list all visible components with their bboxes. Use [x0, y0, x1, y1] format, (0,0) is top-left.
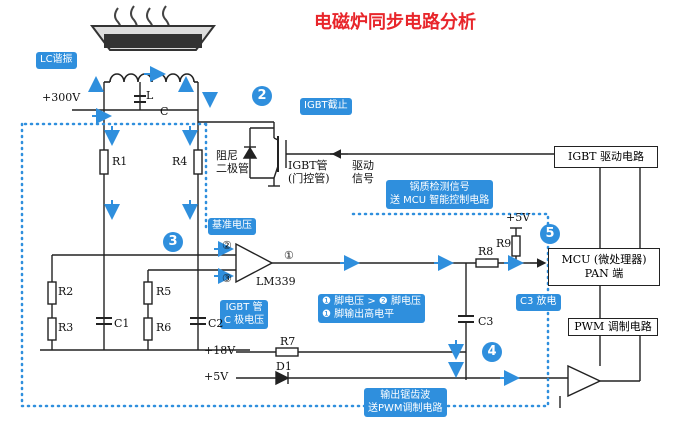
- callout-igbt-c-voltage: IGBT 管 C 极电压: [220, 300, 269, 329]
- label-d1: D1: [276, 360, 292, 373]
- callout-pan-detect: 锅质检测信号 送 MCU 智能控制电路: [386, 180, 494, 209]
- pwm-modulation-box: PWM 调制电路: [568, 318, 658, 336]
- label-r4: R4: [172, 155, 188, 168]
- label-r3: R3: [58, 321, 74, 334]
- label-r8: R8: [478, 245, 494, 258]
- label-r7: R7: [280, 335, 296, 348]
- callout-comparator-condition: ❶ 脚电压 > ❷ 脚电压 ❶ 脚输出高电平: [318, 294, 426, 323]
- callout-sawtooth-output: 输出锯齿波 送PWM调制电路: [364, 388, 447, 417]
- label-pin2: ②: [222, 239, 232, 252]
- label-r9: R9: [496, 237, 512, 250]
- label-c1: C1: [114, 317, 130, 330]
- coil-L: [104, 73, 198, 83]
- label-lm339: LM339: [256, 275, 296, 288]
- label-r6: R6: [156, 321, 172, 334]
- step-number-2: 2: [252, 86, 272, 106]
- mcu-box: MCU (微处理器) PAN 端: [548, 248, 660, 286]
- callout-c3-discharge: C3 放电: [516, 294, 561, 311]
- label-igbt-tube: IGBT管 (门控管): [288, 159, 330, 185]
- label-r1: R1: [112, 155, 128, 168]
- label-5v-top: +5V: [506, 211, 531, 224]
- cooking-pot-icon: [90, 5, 216, 51]
- label-pin1: ①: [284, 249, 294, 262]
- label-damper-diode: 阻尼 二极管: [216, 149, 249, 175]
- label-drive-signal: 驱动 信号: [352, 159, 374, 185]
- label-r5: R5: [156, 285, 172, 298]
- step-number-3: 3: [163, 232, 183, 252]
- label-c2: C2: [208, 317, 224, 330]
- current-flow-arrows: [88, 66, 524, 386]
- igbt-drive-circuit-box: IGBT 驱动电路: [554, 146, 658, 168]
- callout-reference-voltage: 基准电压: [208, 218, 256, 235]
- label-18v: +18V: [204, 344, 236, 357]
- main-wires: [40, 82, 641, 408]
- label-c3: C3: [478, 315, 494, 328]
- step-number-5: 5: [540, 224, 560, 244]
- step-number-4: 4: [482, 342, 502, 362]
- signal-arrows: [331, 149, 547, 268]
- label-r2: R2: [58, 285, 74, 298]
- label-300v: +300V: [42, 91, 81, 104]
- page-title: 电磁炉同步电路分析: [314, 12, 476, 33]
- label-pin3: ③: [222, 272, 232, 285]
- label-cap-c: C: [160, 105, 169, 118]
- callout-igbt-off: IGBT截止: [300, 98, 352, 115]
- callout-lc-resonance: LC谐振: [36, 52, 77, 69]
- dotted-frame: [20, 122, 550, 408]
- label-coil-l: L: [146, 89, 154, 102]
- label-5v-bottom: +5V: [204, 370, 229, 383]
